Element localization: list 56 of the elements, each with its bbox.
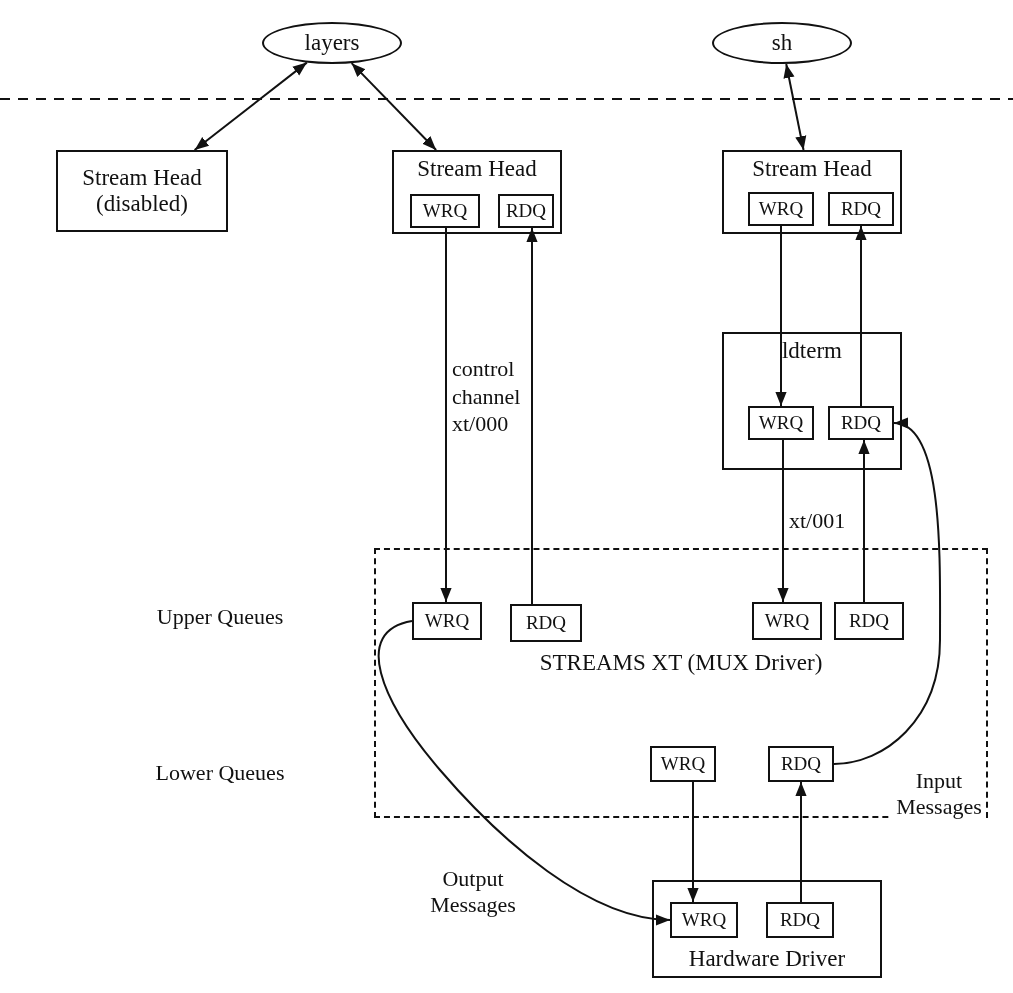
process-ellipse <box>712 22 852 64</box>
node-label: STREAMS XT (MUX Driver) <box>539 650 823 677</box>
queue-box <box>412 602 482 640</box>
module-box <box>392 150 562 234</box>
node-label: Stream Head <box>417 156 537 183</box>
arrow <box>777 439 789 603</box>
node-label: WRQ <box>660 753 706 775</box>
queue-box <box>828 406 894 440</box>
node-label: RDQ <box>779 909 821 931</box>
node-label: layers <box>304 29 360 57</box>
queue-box <box>828 192 894 226</box>
queue-box <box>498 194 554 228</box>
node-label: WRQ <box>758 198 804 220</box>
node-label: RDQ <box>840 412 882 434</box>
arrow <box>350 62 438 151</box>
arrow <box>193 61 308 151</box>
node-label: RDQ <box>840 198 882 220</box>
node-label: RDQ <box>505 200 547 222</box>
node-label: Hardware Driver <box>688 945 846 972</box>
arrow <box>855 225 867 407</box>
node-label: RDQ <box>525 612 567 634</box>
arrow <box>526 227 538 605</box>
queue-box <box>834 602 904 640</box>
process-ellipse <box>262 22 402 64</box>
node-label: WRQ <box>758 412 804 434</box>
module-box <box>722 332 902 470</box>
node-label: WRQ <box>424 610 470 632</box>
node-label: RDQ <box>848 610 890 632</box>
arrow <box>833 420 942 765</box>
module-box <box>652 880 882 978</box>
queue-box <box>748 406 814 440</box>
queue-box <box>752 602 822 640</box>
node-label: WRQ <box>422 200 468 222</box>
arrow <box>795 781 807 903</box>
module-box <box>722 150 902 234</box>
node-label: Stream Head <box>752 156 872 183</box>
queue-box <box>410 194 480 228</box>
queue-box <box>748 192 814 226</box>
arrow <box>687 781 699 903</box>
node-label: ldterm <box>781 338 842 365</box>
queue-box <box>766 902 834 938</box>
arrow <box>377 620 671 925</box>
node-label: WRQ <box>681 909 727 931</box>
queue-box <box>650 746 716 782</box>
node-label: sh <box>771 29 793 57</box>
node-label: Stream Head (disabled) <box>81 164 203 218</box>
node-label: RDQ <box>780 753 822 775</box>
queue-box <box>670 902 738 938</box>
queue-box <box>510 604 582 642</box>
queue-box <box>768 746 834 782</box>
arrow <box>440 227 452 603</box>
node-label: WRQ <box>764 610 810 632</box>
module-box <box>56 150 228 232</box>
arrow <box>775 225 787 407</box>
arrow <box>858 439 870 603</box>
arrow <box>783 62 807 151</box>
